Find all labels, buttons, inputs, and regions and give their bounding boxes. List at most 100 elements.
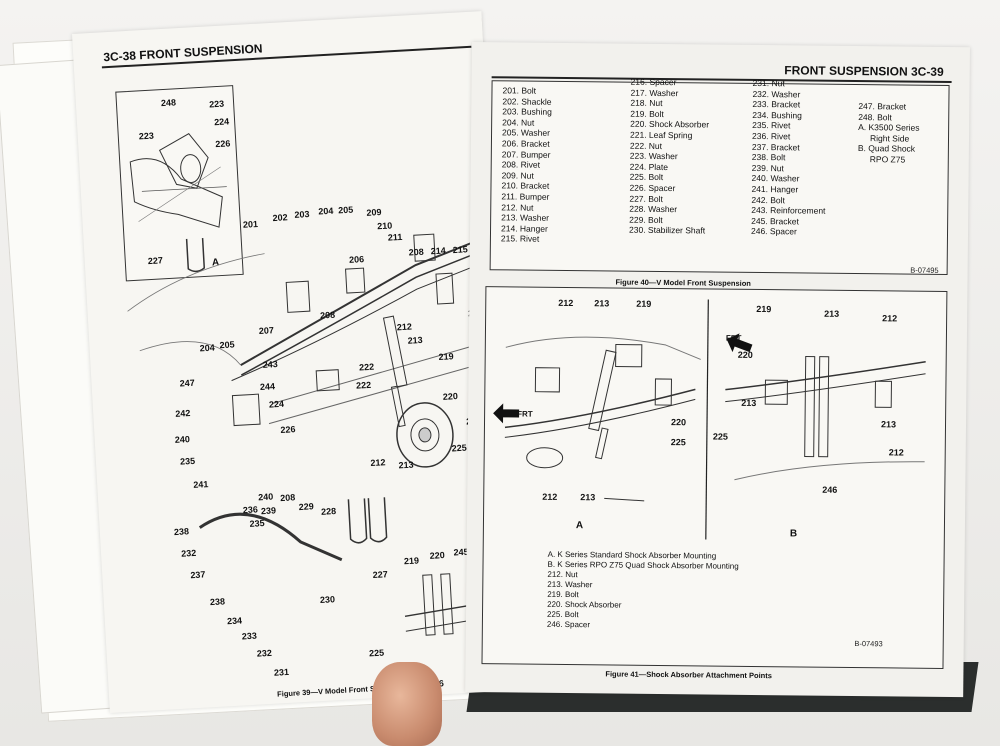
callout: 213 [880,419,897,430]
legend-item: Right Side [869,132,910,144]
callout: 227 [372,569,388,581]
legend-item: 243. Reinforcement [751,205,826,216]
legend-item: 228. Washer [629,203,678,215]
legend-item: 212. Nut [501,201,534,213]
callout: 225 [712,431,728,442]
legend-item: 220. Shock Absorber [630,119,710,130]
legend-item: B. Quad Shock [857,143,916,155]
legend-item: 216. Spacer [630,76,677,88]
callout: 208 [279,492,296,504]
callout: 213 [407,334,423,346]
callout: 213 [824,308,840,319]
legend-item: 213. Washer [501,212,550,223]
callout: 244 [259,381,276,393]
callout: 201 [242,218,259,230]
legend-item: 217. Washer [630,87,679,98]
figure-40-caption: Figure 40—V Model Front Suspension [615,277,751,288]
legend-item: 227. Bolt [629,193,663,204]
legend-item: 232. Washer [752,88,801,100]
exploded-suspension-drawing [127,233,496,636]
callout: 205 [337,204,354,216]
thumb-holding-page [372,662,442,746]
legend-item: 230. Stabilizer Shaft [628,224,706,236]
legend-item: 246. Spacer [750,226,797,237]
callout: 208 [408,246,425,258]
legend-item: 235. Rivet [752,120,791,131]
legend-item: 210. Bracket [501,180,550,192]
legend-item: 203. Bushing [502,106,552,118]
callout: 210 [376,220,393,232]
legend-item: 207. Bumper [501,148,551,160]
legend-item: 246. Spacer [546,619,591,630]
callout: 232 [180,547,197,559]
left-page: 3C-38 FRONT SUSPENSION 248 223 223 224 2… [72,11,520,713]
legend-item: 223. Washer [629,150,678,162]
callout: 234 [226,615,243,627]
callout: 224 [268,398,285,410]
callout: 235 [249,518,265,529]
callout: 219 [636,298,652,309]
legend-item: 238. Bolt [751,152,786,163]
legend-item: 234. Bushing [752,109,802,121]
legend-item: 221. Leaf Spring [629,129,693,141]
legend-column-4: 247. Bracket 248. Bolt A. K3500 Series R… [858,101,920,165]
legend-item: 219. Bolt [630,108,664,119]
callout: 222 [355,379,372,391]
panel-b-label: B [789,528,798,540]
callout: 203 [294,209,310,220]
legend-item: 231. Nut [752,77,785,89]
callout: 229 [298,501,315,513]
right-page-header: FRONT SUSPENSION 3C-39 [784,63,944,79]
callout: 212 [558,297,574,309]
legend-item: 201. Bolt [502,85,537,96]
figure-41-box: FRT FRT 212 213 219 220 225 212 213 219 … [481,286,948,669]
legend-item: 239. Nut [751,162,784,174]
callout: 228 [320,506,337,517]
legend-item: 248. Bolt [858,111,892,122]
callout: 211 [387,231,403,243]
callout: 230 [319,594,336,606]
callout: 204 [318,205,334,217]
callout: 212 [370,457,386,469]
figure-40-code: B-07495 [910,265,939,275]
callout: 214 [430,245,446,257]
callout: 207 [258,325,275,337]
legend-item: 214. Hanger [501,223,548,234]
callout: 241 [193,479,209,490]
legend-item: 247. Bracket [858,101,907,112]
callout: 239 [260,505,277,517]
front-arrow-label-a: FRT [517,409,533,419]
figure-41-caption: Figure 41—Shock Absorber Attachment Poin… [605,669,772,681]
callout: 220 [429,550,445,561]
figure-40-legend-box: 201. Bolt 202. Shackle 203. Bushing 204.… [489,76,950,275]
legend-item: 236. Rivet [751,130,791,142]
figure-41-legend: A. K Series Standard Shock Absorber Moun… [547,550,739,632]
legend-item: 222. Nut [629,140,663,151]
right-page: FRONT SUSPENSION 3C-39 201. Bolt 202. Sh… [465,42,970,698]
callout: 220 [442,391,459,402]
callout: 238 [173,526,190,538]
callout: 213 [594,298,610,309]
legend-item: 204. Nut [502,117,535,128]
callout: 204 [199,342,216,354]
callout: 202 [272,212,288,224]
legend-item: 240. Washer [751,173,800,184]
figure-41-code: B-07493 [854,639,883,649]
callout: 225 [670,437,686,448]
legend-column-1: 201. Bolt 202. Shackle 203. Bushing 204.… [501,85,552,244]
legend-item: 205. Washer [501,127,550,139]
callout: 212 [542,491,558,502]
callout: 212 [888,447,904,458]
callout: 242 [175,407,191,419]
legend-item: 206. Bracket [501,138,550,149]
legend-item: 245. Bracket [751,215,799,227]
callout: 226 [280,424,296,435]
legend-item: 209. Nut [501,170,534,181]
callout: 206 [348,254,365,265]
callout: 225 [368,647,385,659]
callout: 213 [580,492,596,503]
callout: 236 [242,504,259,516]
callout: 225 [451,442,468,454]
legend-item: A. K3500 Series [858,122,920,133]
callout: 246 [822,484,838,495]
